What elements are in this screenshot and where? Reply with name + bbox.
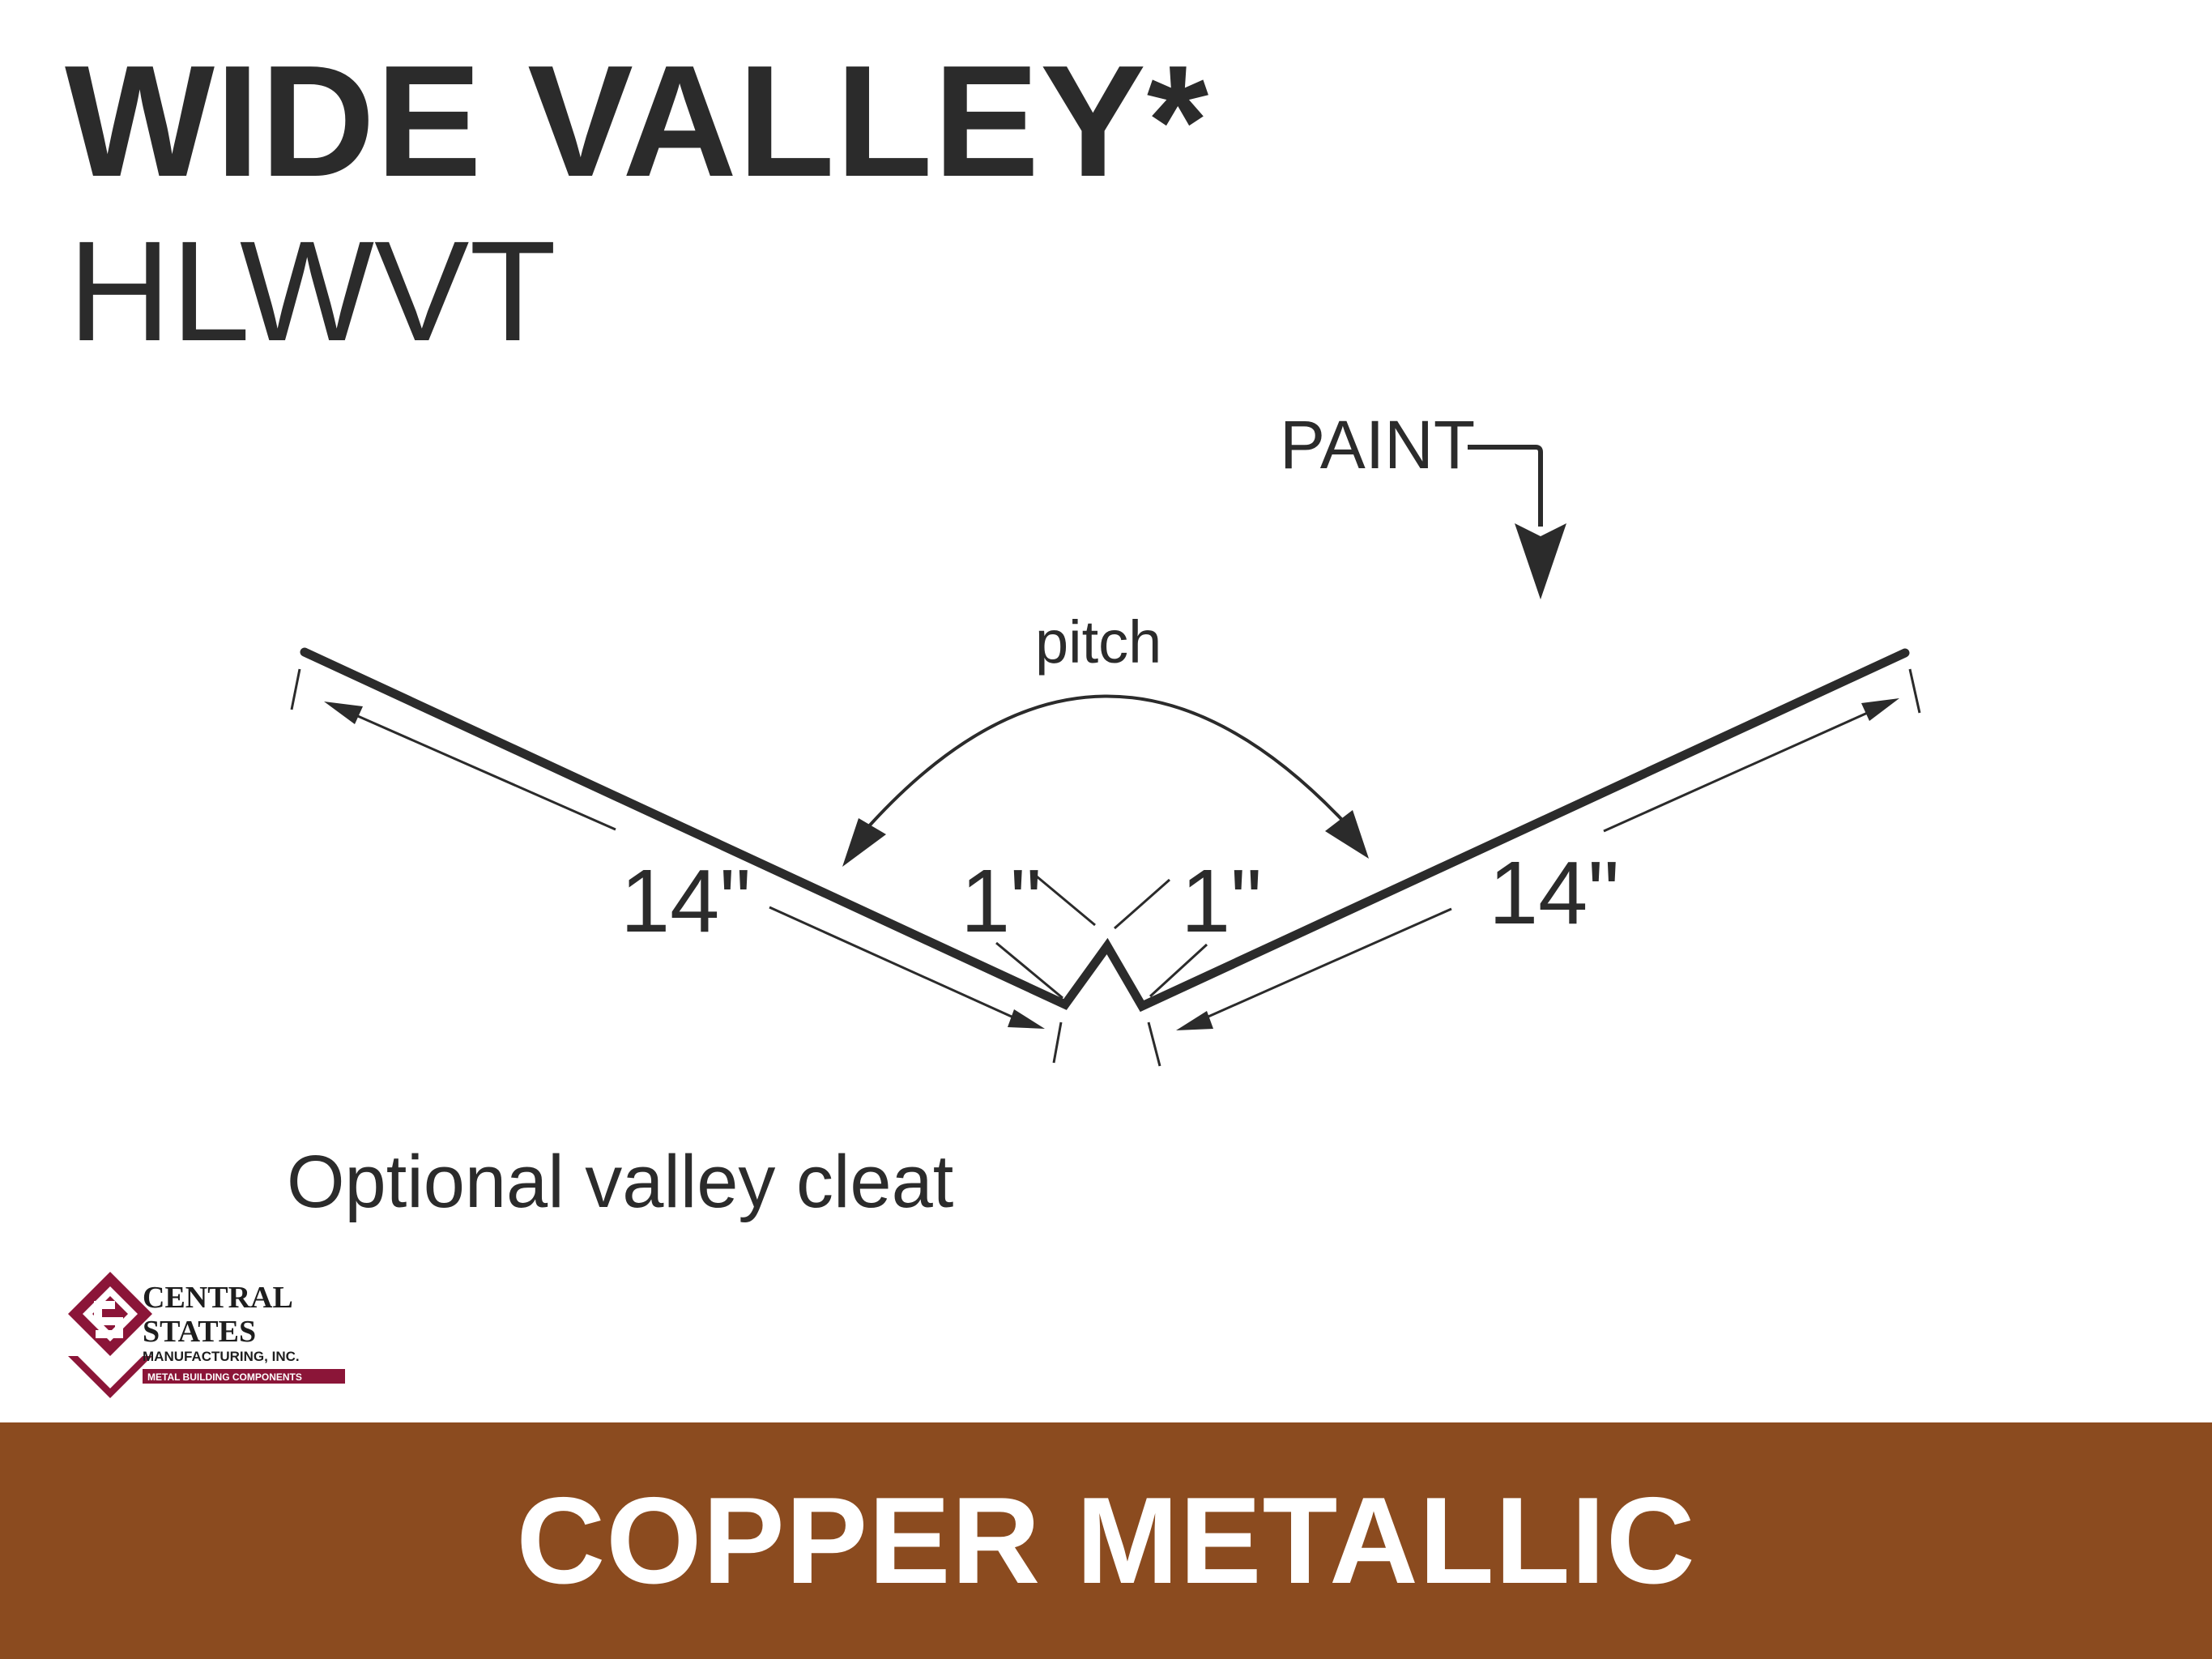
cleat-note: Optional valley cleat <box>287 1141 953 1223</box>
valley-profile-diagram: PAINT pitch 14" 14" 1" 1" Optional valle… <box>287 407 1921 1223</box>
product-title: WIDE VALLEY* <box>65 32 1210 210</box>
arrowhead-icon <box>324 702 363 724</box>
company-logo: CENTRAL STATES MANUFACTURING, INC. METAL… <box>68 1272 345 1398</box>
paint-indicator <box>1468 445 1566 599</box>
right-leg-dimension <box>1147 668 1921 1067</box>
valley-panel-profile <box>300 647 1910 1013</box>
logo-name-line1: CENTRAL <box>143 1281 293 1315</box>
down-arrow-icon <box>1515 523 1566 599</box>
paint-label: PAINT <box>1280 407 1475 483</box>
pitch-label: pitch <box>1035 608 1161 676</box>
right-leg-length-label: 14" <box>1489 843 1619 943</box>
product-code: HLWVT <box>68 212 556 371</box>
color-name-bar: COPPER METALLIC <box>0 1422 2212 1659</box>
left-leg-dimension <box>290 668 1063 1064</box>
arrowhead-icon <box>1325 810 1369 859</box>
left-leg-length-label: 14" <box>620 851 751 951</box>
color-name-label: COPPER METALLIC <box>516 1472 1696 1610</box>
logo-tagline: METAL BUILDING COMPONENTS <box>147 1371 302 1383</box>
arrowhead-icon <box>1176 1011 1213 1030</box>
arrowhead-icon <box>1861 698 1899 721</box>
pitch-arc <box>842 694 1369 867</box>
left-rib-height-label: 1" <box>961 851 1042 951</box>
logo-name-line3: MANUFACTURING, INC. <box>143 1349 300 1364</box>
rib-dimension-leaders <box>995 875 1208 1000</box>
arrowhead-icon <box>1008 1009 1045 1029</box>
arrowhead-icon <box>842 818 886 867</box>
logo-name-line2: STATES <box>143 1315 256 1349</box>
right-rib-height-label: 1" <box>1181 851 1262 951</box>
logo-mark-icon <box>68 1272 152 1398</box>
